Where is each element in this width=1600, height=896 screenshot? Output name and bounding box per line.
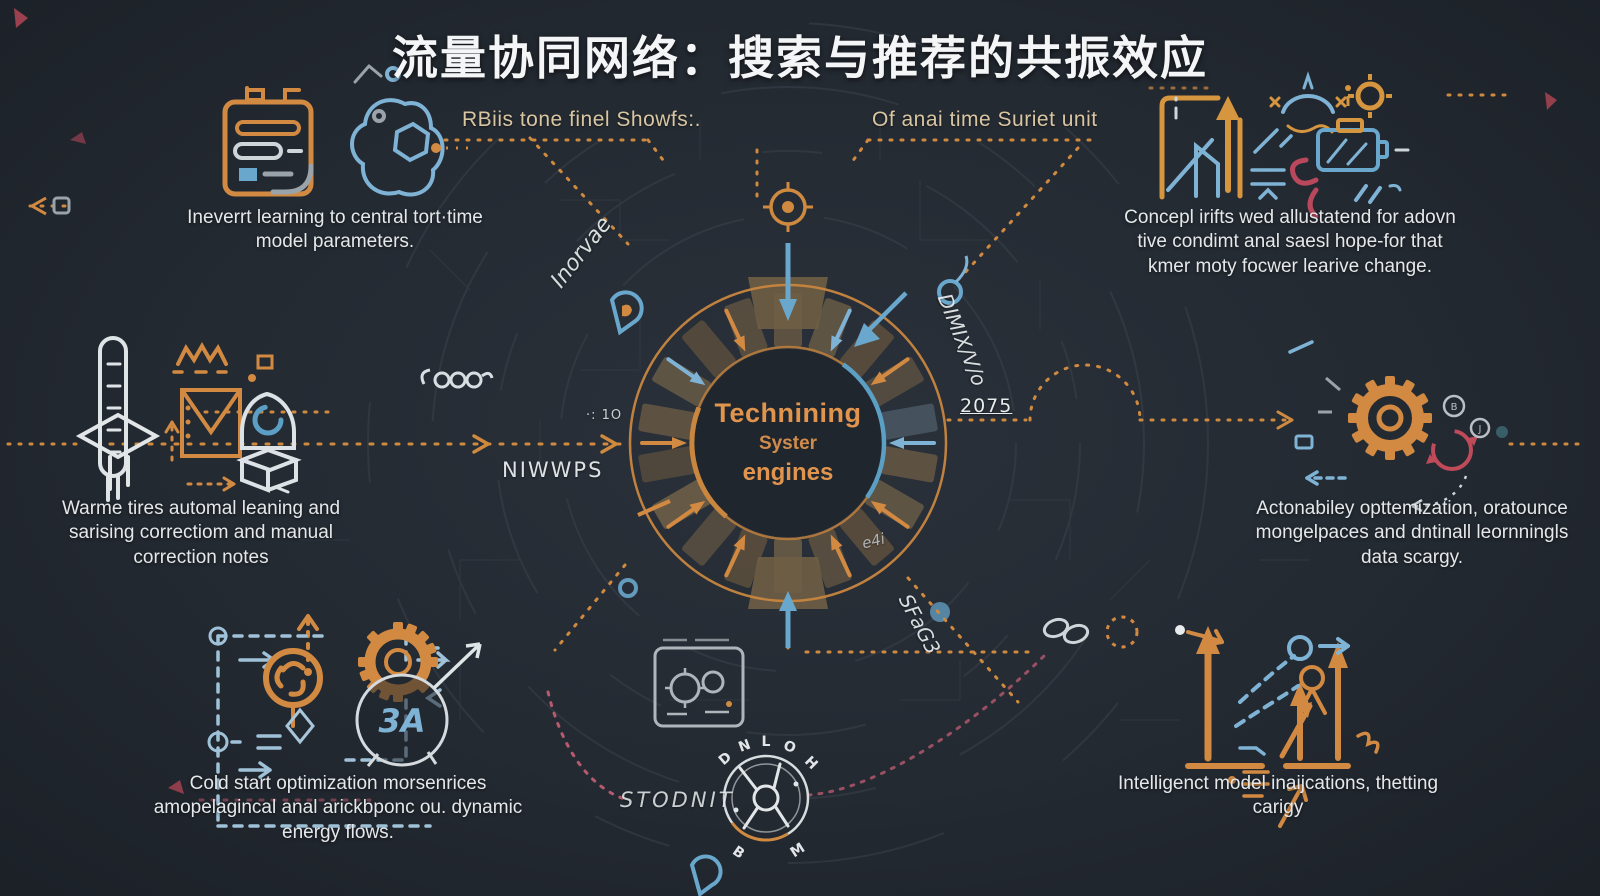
chain-links-icon xyxy=(1042,615,1139,649)
hub-line-1: Technining xyxy=(714,398,862,428)
compass-letter: O xyxy=(781,738,798,757)
svg-text:B: B xyxy=(1451,402,1458,413)
growth-arrows-icon xyxy=(1175,625,1380,828)
scribble-ten: ·: 1O xyxy=(586,408,623,423)
annotation-bottom-left: Cold start optimization morsenrices amop… xyxy=(153,773,523,843)
lock-box-icon xyxy=(236,391,302,494)
compass-letter: D xyxy=(716,749,735,769)
compass-letter: M xyxy=(788,840,808,861)
hub-line-2: Syster xyxy=(758,433,818,454)
red-squiggle-icon xyxy=(1290,157,1402,219)
thermometer-icon xyxy=(98,336,128,502)
hub-line-3: engines xyxy=(742,459,834,486)
pink-dashed-lines xyxy=(198,650,1050,802)
badge-3a-icon: 3A xyxy=(355,642,482,767)
location-pin-icon xyxy=(609,255,969,896)
specks xyxy=(14,8,1557,794)
machine-box-icon xyxy=(653,638,745,728)
ring-bottom-gate xyxy=(748,557,828,609)
chart-frame-icon xyxy=(1159,95,1293,200)
scribble-niwwps: NIWWPS xyxy=(502,458,604,482)
hub-entry-arrows xyxy=(637,243,908,648)
decision-diamond xyxy=(285,707,315,745)
big-gear-icon xyxy=(1318,376,1432,460)
compass-letter: B xyxy=(729,843,747,862)
flow-label-right: Of anai time Suriet unit xyxy=(872,108,1098,131)
annotation-top-right: Concepl irifts wed allustatend for adovn… xyxy=(1124,207,1456,277)
annotation-bottom-right: Intelligenct model inaijcations, thettin… xyxy=(1117,773,1439,819)
circle-chain-icon xyxy=(420,368,494,389)
blue-io-arrows xyxy=(1288,340,1347,486)
dome-icon xyxy=(1269,71,1347,134)
document-stack-icon xyxy=(222,86,314,197)
annotation-mid-left: Warme tires automal leaning and sarising… xyxy=(61,498,341,568)
target-icon xyxy=(763,182,813,232)
compass-letter: N xyxy=(736,737,752,756)
envelope-chart-icon xyxy=(164,341,274,492)
graduation-cap-icon xyxy=(75,412,161,491)
dotted-flow-lines xyxy=(6,86,1582,704)
hub-label: Technining Syster engines xyxy=(678,398,898,487)
up-dash-arrow xyxy=(297,614,319,676)
svg-text:J: J xyxy=(1478,424,1482,435)
flow-label-left: RBiis tone finel Showfs:. xyxy=(462,108,701,131)
small-gear-icon xyxy=(1345,74,1392,118)
page-title: 流量协同网络：搜索与推荐的共振效应 xyxy=(392,32,1208,84)
scribble-stodnit: STODNIT xyxy=(620,788,735,812)
dot-chain xyxy=(28,143,472,216)
recycle-icon xyxy=(263,648,323,728)
circuit-background xyxy=(300,22,1310,864)
battery-icon xyxy=(1316,118,1410,172)
scribble-year: 2075 xyxy=(960,395,1013,417)
ring-wedges xyxy=(638,293,938,593)
compass-letter: L xyxy=(762,734,771,750)
ring-arrows xyxy=(640,308,936,578)
central-hub-ring xyxy=(628,243,948,648)
compass-letter: H xyxy=(801,753,821,773)
annotation-top-left: Ineverrt learning to central tort·time m… xyxy=(187,207,483,253)
annotation-mid-right: Actonabiley opttemization, oratounce mon… xyxy=(1255,498,1569,568)
brain-circuit-icon xyxy=(350,64,445,197)
cycle-arrows-icon: B J xyxy=(1411,394,1491,513)
badge-3a-label: 3A xyxy=(378,702,425,740)
